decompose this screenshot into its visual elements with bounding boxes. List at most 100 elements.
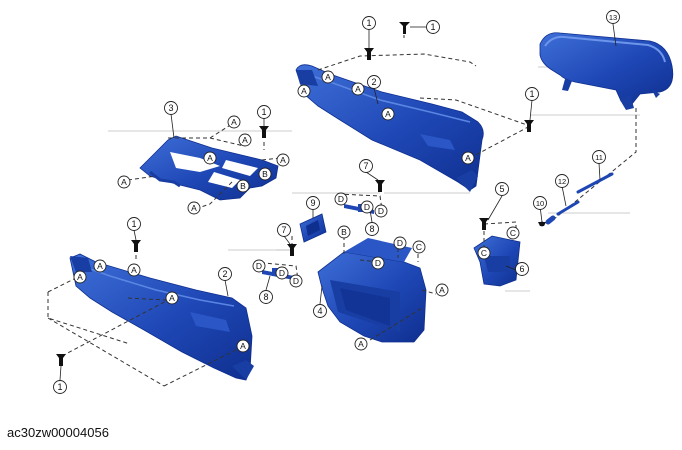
part-number-callout: 1	[362, 16, 376, 30]
part-number-label: 2	[371, 77, 376, 87]
reference-letter-callout: A	[117, 175, 131, 189]
reference-letter-callout: A	[93, 259, 107, 273]
reference-letter-callout: B	[236, 179, 250, 193]
reference-letter-label: A	[355, 84, 361, 94]
reference-letter-callout: A	[435, 283, 449, 297]
reference-letter-label: D	[397, 238, 403, 248]
part-number-label: 1	[131, 219, 136, 229]
reference-letter-callout: A	[127, 263, 141, 277]
reference-letter-callout: D	[360, 200, 374, 214]
part-number-label: 7	[281, 225, 286, 235]
reference-letter-label: C	[416, 242, 422, 252]
reference-letter-label: A	[77, 272, 83, 282]
reference-letter-label: D	[375, 258, 381, 268]
part-number-label: 10	[536, 199, 544, 208]
part-number-label: 1	[430, 22, 435, 32]
part-number-callout: 5	[495, 182, 509, 196]
side-panel-left-part	[69, 253, 254, 381]
part-number-callout: 11	[592, 150, 606, 164]
reference-letter-callout: A	[236, 339, 250, 353]
part-number-label: 1	[57, 382, 62, 392]
part-number-label: 1	[366, 18, 371, 28]
part-number-callout: 10	[533, 196, 547, 210]
reference-letter-label: A	[385, 109, 391, 119]
part-number-callout: 2	[218, 267, 232, 281]
reference-letter-label: A	[280, 155, 286, 165]
part-number-label: 9	[310, 198, 315, 208]
reference-letter-callout: A	[165, 291, 179, 305]
reference-letter-label: A	[121, 177, 127, 187]
part-number-label: 5	[499, 184, 504, 194]
part-number-label: 12	[558, 177, 566, 186]
reference-letter-label: B	[341, 227, 347, 237]
reference-letter-callout: A	[321, 70, 335, 84]
reference-letter-label: A	[169, 293, 175, 303]
part-number-callout: 7	[277, 223, 291, 237]
part-number-callout: 13	[606, 10, 620, 24]
reference-letter-callout: A	[238, 133, 252, 147]
reference-letter-label: A	[231, 117, 237, 127]
reference-letter-label: C	[510, 228, 516, 238]
part-number-callout: 9	[306, 196, 320, 210]
part-number-callout: 1	[525, 87, 539, 101]
reference-letter-callout: B	[337, 225, 351, 239]
part-number-callout: 1	[53, 380, 67, 394]
reference-letter-label: A	[439, 285, 445, 295]
part-number-label: 4	[317, 306, 322, 316]
bracket-part-9	[299, 213, 327, 243]
reference-letter-callout: A	[461, 151, 475, 165]
reference-letter-callout: B	[258, 167, 272, 181]
part-number-label: 2	[222, 269, 227, 279]
reference-letter-label: A	[191, 203, 197, 213]
reference-letter-label: A	[97, 261, 103, 271]
frame-dashed-lines	[127, 123, 281, 209]
lid-dashed-line	[547, 108, 637, 225]
reference-letter-label: D	[338, 194, 344, 204]
bracket-part-6	[473, 235, 521, 287]
reference-letter-label: C	[481, 248, 487, 258]
part-number-label: 7	[363, 161, 368, 171]
upper-frame-part	[139, 135, 279, 201]
reference-letter-callout: C	[412, 240, 426, 254]
cable-part	[539, 172, 614, 227]
reference-letter-label: A	[131, 265, 137, 275]
figure-code: ac30zw00004056	[7, 425, 109, 440]
reference-letter-callout: D	[334, 192, 348, 206]
reference-letter-label: D	[279, 268, 285, 278]
reference-letter-label: D	[293, 276, 299, 286]
reference-letter-callout: A	[187, 201, 201, 215]
reference-letter-callout: D	[371, 256, 385, 270]
part-number-callout: 1	[127, 217, 141, 231]
part-number-label: 6	[519, 264, 524, 274]
reference-letter-callout: A	[354, 337, 368, 351]
reference-letter-label: D	[256, 261, 262, 271]
reference-letter-callout: A	[351, 82, 365, 96]
part-number-callout: 8	[365, 222, 379, 236]
reference-letter-callout: A	[73, 270, 87, 284]
part-number-label: 1	[529, 89, 534, 99]
reference-letter-label: A	[465, 153, 471, 163]
reference-letter-label: A	[301, 86, 307, 96]
part-number-callout: 4	[313, 304, 327, 318]
part-number-callout: 7	[359, 159, 373, 173]
part-number-callout: 6	[515, 262, 529, 276]
reference-letter-callout: D	[289, 274, 303, 288]
part-number-callout: 1	[426, 20, 440, 34]
part-number-label: 13	[609, 13, 617, 22]
reference-letter-callout: C	[477, 246, 491, 260]
armrest-lid-part	[539, 32, 674, 110]
part-number-callout: 3	[164, 101, 178, 115]
part-number-callout: 1	[257, 105, 271, 119]
part-number-label: 8	[263, 292, 268, 302]
reference-letter-callout: D	[374, 204, 388, 218]
reference-letter-label: A	[325, 72, 331, 82]
part-number-callout: 2	[367, 75, 381, 89]
reference-letter-label: D	[364, 202, 370, 212]
console-box-part	[317, 238, 427, 343]
reference-letter-label: D	[378, 206, 384, 216]
reference-letter-callout: A	[381, 107, 395, 121]
reference-letter-label: A	[207, 153, 213, 163]
